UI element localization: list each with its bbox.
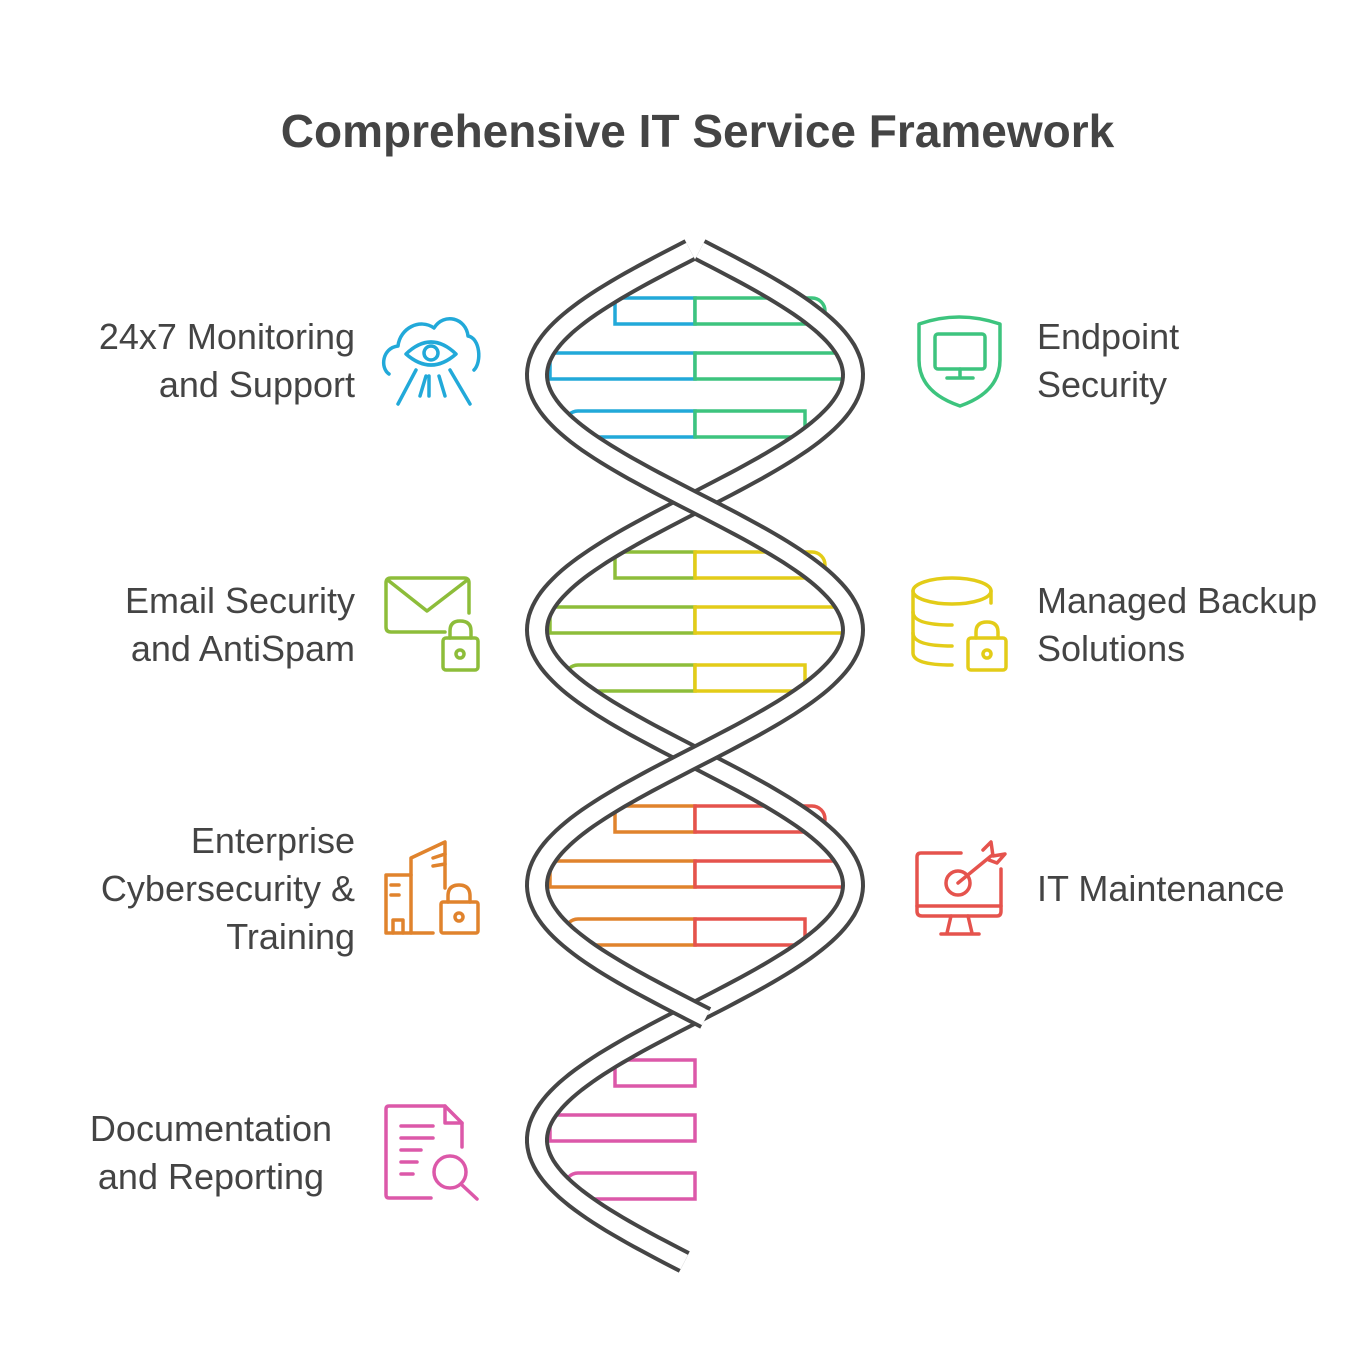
rung-right xyxy=(693,605,847,635)
label-line: Cybersecurity & xyxy=(100,868,355,909)
label-line: and Support xyxy=(158,364,355,405)
rung-right xyxy=(693,917,807,947)
rung-left xyxy=(548,605,697,635)
label-managed-backup: Managed Backup Solutions xyxy=(1037,577,1317,673)
label-line: Documentation xyxy=(89,1108,333,1149)
label-it-maintenance: IT Maintenance xyxy=(1037,865,1284,913)
label-email-security: Email Security and AntiSpam xyxy=(125,577,355,673)
label-line: IT Maintenance xyxy=(1037,868,1285,909)
database-lock-icon xyxy=(911,576,1008,672)
label-line: Security xyxy=(1037,364,1168,405)
label-line: Solutions xyxy=(1037,628,1186,669)
label-endpoint-security: Endpoint Security xyxy=(1037,313,1179,409)
label-line: Managed Backup xyxy=(1037,580,1318,621)
rung-right xyxy=(693,859,847,889)
label-line: and Reporting xyxy=(97,1156,325,1197)
label-line: 24x7 Monitoring xyxy=(98,316,355,357)
label-line: Email Security xyxy=(124,580,355,621)
label-line: Endpoint xyxy=(1037,316,1180,357)
label-enterprise-cybersecurity: Enterprise Cybersecurity & Training xyxy=(101,817,355,961)
rung-left xyxy=(613,1058,697,1088)
helix-strands xyxy=(524,239,866,1273)
rung-left xyxy=(613,550,697,580)
diagram-title: Comprehensive IT Service Framework xyxy=(280,105,1115,157)
label-documentation-reporting: Documentation and Reporting xyxy=(60,1105,362,1201)
document-search-icon xyxy=(384,1104,479,1201)
monitor-target-icon xyxy=(915,840,1007,936)
mail-lock-icon xyxy=(384,576,480,672)
rung-left xyxy=(613,804,697,834)
label-line: Enterprise xyxy=(190,820,355,861)
rung-right xyxy=(693,409,807,439)
shield-monitor-icon xyxy=(917,315,1002,408)
buildings-lock-icon xyxy=(384,840,480,935)
rung-right xyxy=(693,351,847,381)
label-monitoring-support: 24x7 Monitoring and Support xyxy=(99,313,355,409)
helix-rungs xyxy=(548,296,847,1201)
rung-left xyxy=(548,1113,697,1143)
cloud-eye-icon xyxy=(381,317,481,406)
rung-left xyxy=(548,859,697,889)
rung-left xyxy=(613,296,697,326)
rung-left xyxy=(548,351,697,381)
label-line: and AntiSpam xyxy=(130,628,355,669)
strand-fill xyxy=(528,242,862,1026)
label-line: Training xyxy=(226,916,355,957)
rung-right xyxy=(693,663,807,693)
